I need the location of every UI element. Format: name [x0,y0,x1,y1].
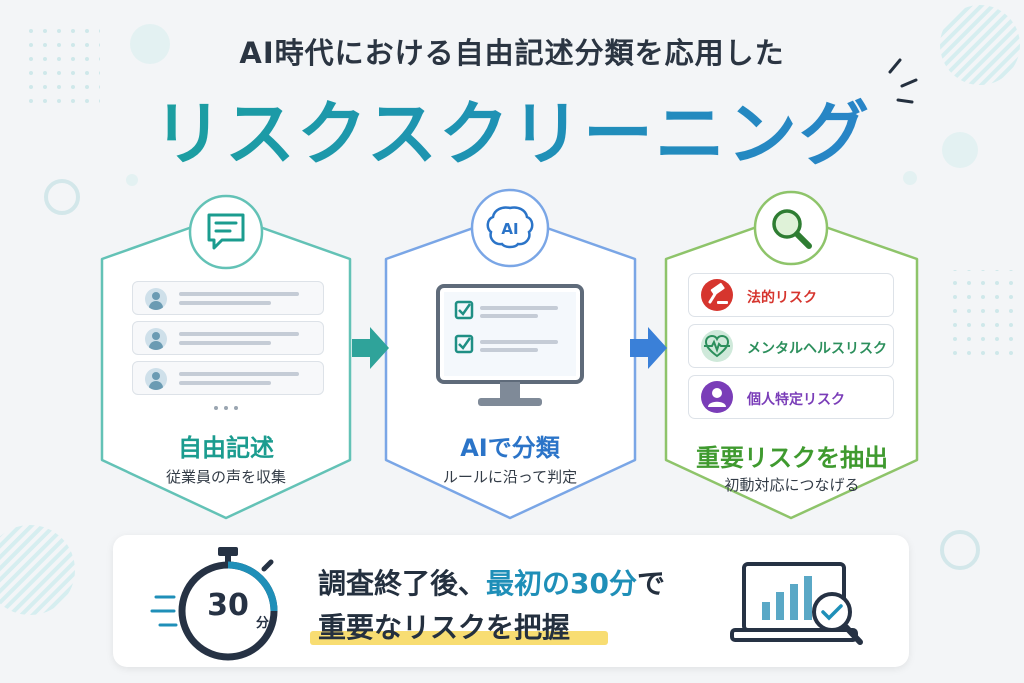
step-3-subtitle: 初動対応につなげる [724,476,860,494]
timer-unit: 分 [256,616,270,631]
timer-value: 30 [207,588,249,623]
magnifier-icon [772,209,812,249]
step-1-title: 自由記述 [178,434,274,462]
step-2-title: AIで分類 [460,434,560,462]
stopwatch-icon [150,547,278,661]
arrow-1 [352,327,389,369]
list-item [132,321,324,355]
ellipsis-icon [214,406,238,410]
text-line [179,372,299,376]
text-line [179,301,271,305]
user-avatar-icon [145,328,167,350]
highlight-underline [310,631,608,645]
arrow-2 [630,327,667,369]
message-prefix: 調査終了後、 [318,567,487,600]
risk-label: メンタルヘルスリスク [747,341,887,357]
bottom-message-line-2: 重要なリスクを把握 [318,611,571,644]
risk-item-identification: 個人特定リスク [688,375,894,419]
list-item [132,281,324,315]
person-icon [701,381,733,413]
laptop-chart-icon [730,562,863,645]
chat-bubble-icon [207,213,245,250]
risk-item-legal: 法的リスク [688,273,894,317]
ai-icon-circle [470,188,550,268]
step-2-subtitle: ルールに沿って判定 [442,468,578,486]
list-item [132,361,324,395]
text-line [179,332,299,336]
heartbeat-icon [701,330,733,362]
step-3-title: 重要リスクを抽出 [696,444,888,472]
ai-icon-text: AI [501,220,518,238]
risk-label: 法的リスク [747,290,817,306]
message-suffix: で [636,567,665,600]
gavel-icon [701,279,733,311]
subtitle: AI時代における自由記述分類を応用した [239,36,785,70]
risk-item-mental-health: メンタルヘルスリスク [688,324,894,368]
text-line [179,381,271,385]
bottom-message-line-1: 調査終了後、最初の30分で [318,562,665,602]
text-line [179,341,271,345]
risk-label: 個人特定リスク [747,392,845,408]
text-line [179,292,299,296]
step-1-subtitle: 従業員の声を収集 [165,468,286,486]
monitor-checklist-icon [436,284,584,406]
user-avatar-icon [145,368,167,390]
user-avatar-icon [145,288,167,310]
message-highlight: 最初の30分 [486,567,637,600]
ai-brain-icon: AI [486,206,534,249]
main-title: リスクスクリーニング [0,78,1024,179]
